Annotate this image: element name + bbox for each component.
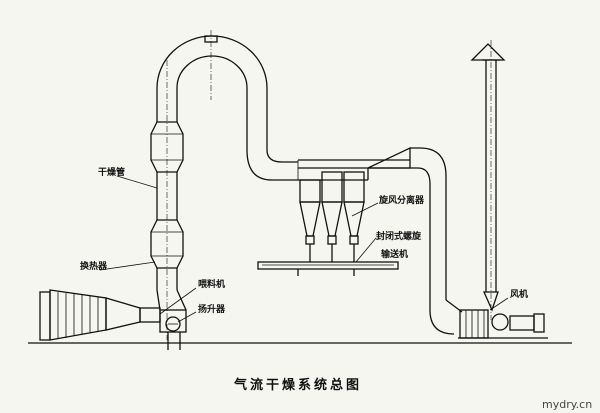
heat-exchanger xyxy=(39,289,161,341)
top-arch-duct xyxy=(156,30,298,181)
label-heat-exchanger: 换热器 xyxy=(80,262,108,272)
exhaust-stack xyxy=(470,40,506,320)
label-elevator: 扬升器 xyxy=(198,305,226,315)
label-feeder: 喂料机 xyxy=(198,280,226,290)
outlet-duct xyxy=(410,147,463,335)
label-fan: 风机 xyxy=(510,290,529,300)
label-dryer-tube: 干燥管 xyxy=(98,168,126,178)
cyclone-separators xyxy=(297,146,411,262)
fan xyxy=(458,309,548,339)
label-screw-conveyor-line1: 封闭式螺旋 xyxy=(376,232,422,242)
diagram-caption: 气流干燥系统总图 xyxy=(234,378,363,393)
dryer-tube xyxy=(150,60,187,340)
elevator-unit xyxy=(159,309,187,350)
screw-conveyor xyxy=(257,261,399,276)
label-screw-conveyor-line2: 输送机 xyxy=(381,250,409,260)
watermark: mydry.cn xyxy=(542,398,593,411)
leader-lines xyxy=(99,175,509,323)
label-cyclone: 旋风分离器 xyxy=(379,196,425,206)
